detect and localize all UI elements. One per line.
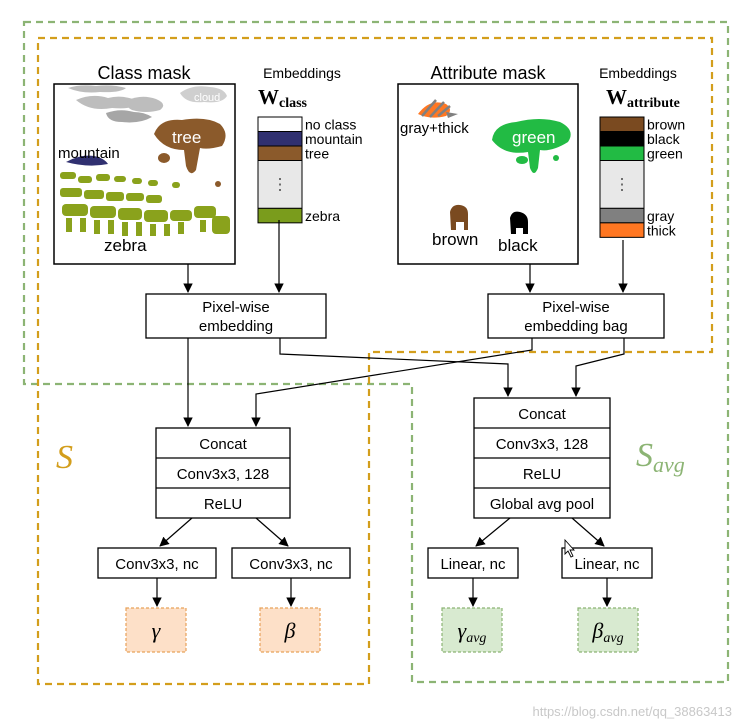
cloud-shapes: [68, 85, 227, 123]
output-gamma-avg-symbol: γavg: [458, 618, 487, 646]
attribute-label-brown: brown: [432, 230, 478, 249]
class-embeddings-title: Embeddings: [263, 65, 341, 81]
attribute-mask-panel: Attribute mask gray+thick green brown bl…: [397, 63, 579, 265]
right-head-gamma: Linear, nc: [427, 547, 519, 579]
pixel-wise-embedding-node: Pixel-wise embedding: [145, 293, 327, 339]
attribute-embedding-label: ⋮: [614, 176, 630, 193]
gray-thick-shape: [418, 99, 458, 118]
attribute-label-gray-thick: gray+thick: [400, 120, 469, 137]
zebra-herd: [60, 172, 230, 236]
right-relu-label: ReLU: [523, 466, 561, 483]
attribute-embedding-cell: [599, 145, 645, 161]
pixel-wise-embedding-bag-line1: Pixel-wise: [542, 299, 610, 316]
class-weight-label: Wclass: [258, 85, 308, 111]
right-global-avg-pool-label: Global avg pool: [490, 496, 594, 513]
class-embedding-label: zebra: [305, 208, 340, 224]
left-conv-stack: Concat Conv3x3, 128 ReLU: [155, 427, 291, 519]
class-label-cloud: cloud: [194, 92, 220, 104]
orange-region-outline: [36, 36, 714, 686]
class-mask-panel: Class mask cloud tree mountain: [53, 63, 236, 265]
attribute-embedding-cell: [599, 131, 645, 147]
attribute-embeddings-title: Embeddings: [599, 65, 677, 81]
attribute-embedding-cell: [599, 207, 645, 224]
left-head-beta: Conv3x3, nc: [231, 547, 351, 579]
attribute-embedding-cell: [599, 222, 645, 238]
class-embedding-label: ⋮: [272, 176, 288, 193]
output-gamma-symbol: γ: [152, 618, 162, 643]
class-label-zebra: zebra: [104, 236, 147, 255]
class-embedding-cell: [257, 160, 303, 209]
class-label-tree: tree: [172, 128, 201, 147]
region-label-s-avg: Savg: [636, 437, 685, 477]
left-head-gamma-label: Conv3x3, nc: [115, 556, 199, 573]
class-embedding-label: tree: [305, 146, 329, 162]
class-embedding-cell: [257, 116, 303, 132]
region-outlines: [22, 20, 730, 686]
attribute-embedding-label: black: [647, 131, 681, 147]
attribute-label-black: black: [498, 236, 538, 255]
mouse-cursor-icon: [564, 538, 576, 558]
pixel-wise-embedding-line2: embedding: [199, 318, 273, 335]
attribute-embedding-label: thick: [647, 222, 677, 238]
mountain-shape: [66, 155, 108, 166]
class-embedding-label: no class: [305, 117, 356, 133]
right-conv-stack: Concat Conv3x3, 128 ReLU Global avg pool: [473, 397, 611, 519]
output-gamma: γ: [125, 607, 187, 653]
brown-animal-shape: [450, 204, 468, 230]
attribute-embedding-cell: [599, 160, 645, 209]
green-shape: [492, 119, 571, 173]
class-label-mountain: mountain: [58, 145, 120, 162]
black-animal-shape: [510, 211, 528, 234]
attribute-mask-title: Attribute mask: [430, 63, 546, 83]
attribute-embedding-label: gray: [647, 208, 674, 224]
left-concat-label: Concat: [199, 436, 247, 453]
attribute-weight-label: Wattribute: [606, 85, 680, 111]
output-beta-avg: βavg: [577, 607, 639, 653]
right-conv-label: Conv3x3, 128: [496, 436, 589, 453]
right-head-beta: Linear, nc: [561, 547, 653, 579]
region-label-s: S: [56, 439, 73, 476]
right-head-gamma-label: Linear, nc: [440, 556, 506, 573]
right-head-beta-label: Linear, nc: [574, 556, 640, 573]
pixel-wise-embedding-bag-node: Pixel-wise embedding bag: [487, 293, 665, 339]
attribute-embedding-label: green: [647, 146, 683, 162]
watermark: https://blog.csdn.net/qq_38863413: [533, 704, 733, 719]
output-beta-avg-symbol: βavg: [591, 618, 623, 646]
class-embedding-cell: [257, 131, 303, 147]
right-concat-label: Concat: [518, 406, 566, 423]
left-relu-label: ReLU: [204, 496, 242, 513]
attribute-embedding-cell: [599, 116, 645, 132]
connectors: [152, 220, 628, 607]
left-head-gamma: Conv3x3, nc: [97, 547, 217, 579]
pixel-wise-embedding-line1: Pixel-wise: [202, 299, 270, 316]
class-embedding-label: mountain: [305, 131, 363, 147]
left-head-beta-label: Conv3x3, nc: [249, 556, 333, 573]
output-beta: β: [259, 607, 321, 653]
attribute-label-green: green: [512, 128, 555, 147]
left-conv-label: Conv3x3, 128: [177, 466, 270, 483]
attribute-embedding-label: brown: [647, 117, 685, 133]
pixel-wise-embedding-bag-line2: embedding bag: [524, 318, 627, 335]
class-mask-title: Class mask: [97, 63, 191, 83]
tree-shape: [154, 118, 226, 187]
green-region-outline: [22, 20, 730, 684]
output-beta-symbol: β: [284, 618, 296, 643]
output-gamma-avg: γavg: [441, 607, 503, 653]
class-embedding-cell: [257, 145, 303, 161]
class-embedding-cell: [257, 207, 303, 224]
